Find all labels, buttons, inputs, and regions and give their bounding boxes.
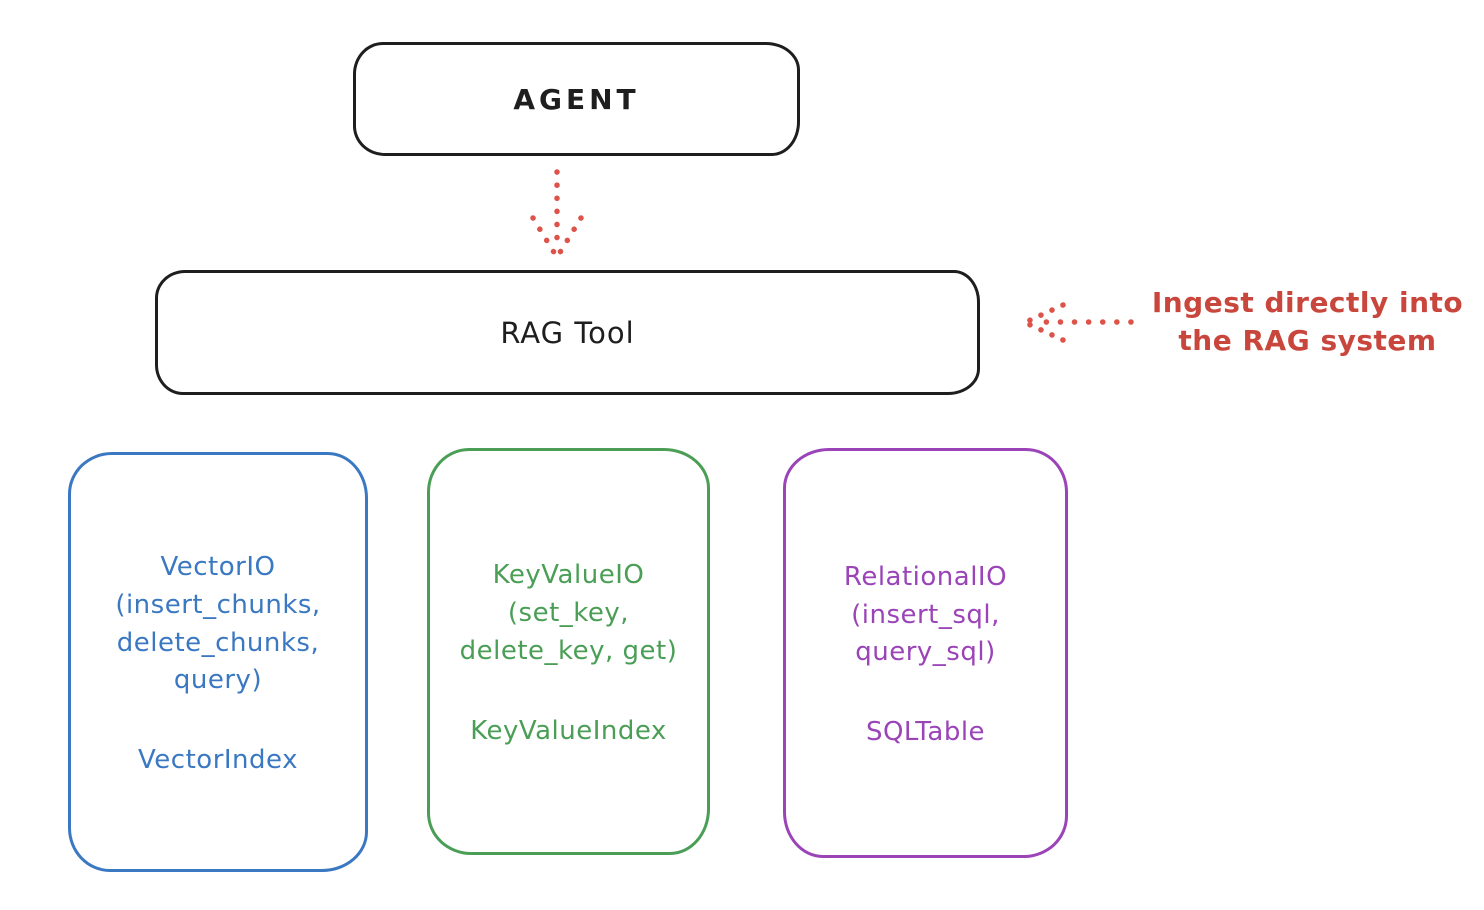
rag-tool-label: RAG Tool — [500, 315, 635, 350]
relational-io-label: RelationalIO (insert_sql, query_sql) — [843, 561, 1008, 668]
vector-io-node: VectorIO (insert_chunks, delete_chunks, … — [68, 452, 368, 872]
key-value-io-label: KeyValueIO (set_key, delete_key, get) — [459, 560, 678, 666]
key-value-io-node: KeyValueIO (set_key, delete_key, get) Ke… — [427, 448, 710, 855]
dotted-left-arrow-icon — [1023, 302, 1134, 343]
vector-io-label: VectorIO (insert_chunks, delete_chunks, … — [115, 552, 321, 696]
ingest-annotation-line1: Ingest directly into — [1151, 286, 1464, 319]
key-value-index-label: KeyValueIndex — [470, 715, 667, 746]
vector-index-label: VectorIndex — [138, 744, 298, 775]
ingest-annotation: Ingest directly into the RAG system — [1135, 284, 1480, 360]
sql-table-label: SQLTable — [865, 717, 986, 748]
agent-label: AGENT — [513, 82, 640, 116]
rag-tool-node: RAG Tool — [155, 270, 980, 395]
relational-io-node: RelationalIO (insert_sql, query_sql) SQL… — [783, 448, 1068, 858]
agent-node: AGENT — [353, 42, 800, 156]
dotted-down-arrow-icon — [530, 169, 584, 257]
ingest-annotation-line2: the RAG system — [1178, 324, 1437, 357]
